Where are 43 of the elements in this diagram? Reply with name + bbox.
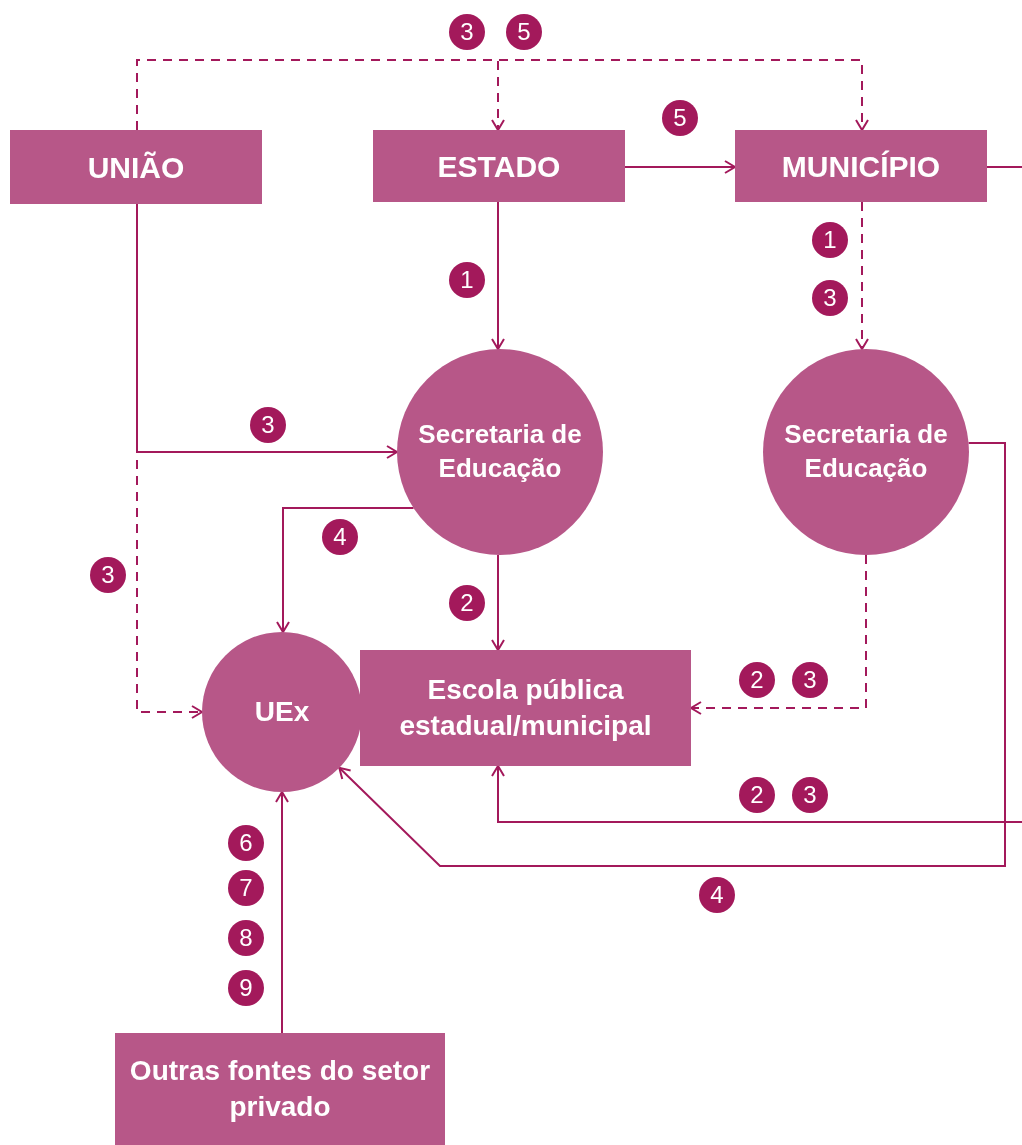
callout-number: 5 [662,100,698,136]
node-label: ESTADO [436,148,562,185]
callout-number: 2 [739,777,775,813]
node-label: Secretaria de Educação [783,418,949,485]
process-box [373,130,625,202]
arrow [491,765,1022,823]
arrow [136,59,869,131]
callout-number: 8 [228,920,264,956]
process-box [10,130,262,204]
callout-number: 7 [228,870,264,906]
arrow [855,201,869,351]
arrow [624,160,736,174]
arrow [276,507,415,633]
callout-number: 3 [449,14,485,50]
arrow [491,201,505,350]
node-label: Escola pública estadual/municipal [398,672,653,743]
node-label: UEx [253,694,311,729]
arrow [491,554,505,651]
node-label: Secretaria de Educação [417,418,583,485]
node-label: MUNICÍPIO [780,148,942,185]
callout-number: 3 [792,662,828,698]
callout-number: 5 [506,14,542,50]
arrow [338,442,1006,867]
node-label: UNIÃO [86,149,186,186]
callout-number: 3 [792,777,828,813]
callout-number: 4 [322,519,358,555]
callout-number: 2 [739,662,775,698]
callout-number: 3 [250,407,286,443]
arrow [275,791,289,1034]
process-box [115,1033,445,1145]
callout-number: 1 [812,222,848,258]
node-label: Outras fontes do setor privado [128,1053,432,1124]
arrow [690,554,867,715]
callout-number: 2 [449,585,485,621]
process-box [735,130,987,202]
callout-number: 4 [699,877,735,913]
callout-number: 1 [449,262,485,298]
callout-number: 6 [228,825,264,861]
callout-number: 3 [812,280,848,316]
callout-number: 9 [228,970,264,1006]
connector-line [986,166,1022,168]
process-box [360,650,691,766]
callout-number: 3 [90,557,126,593]
